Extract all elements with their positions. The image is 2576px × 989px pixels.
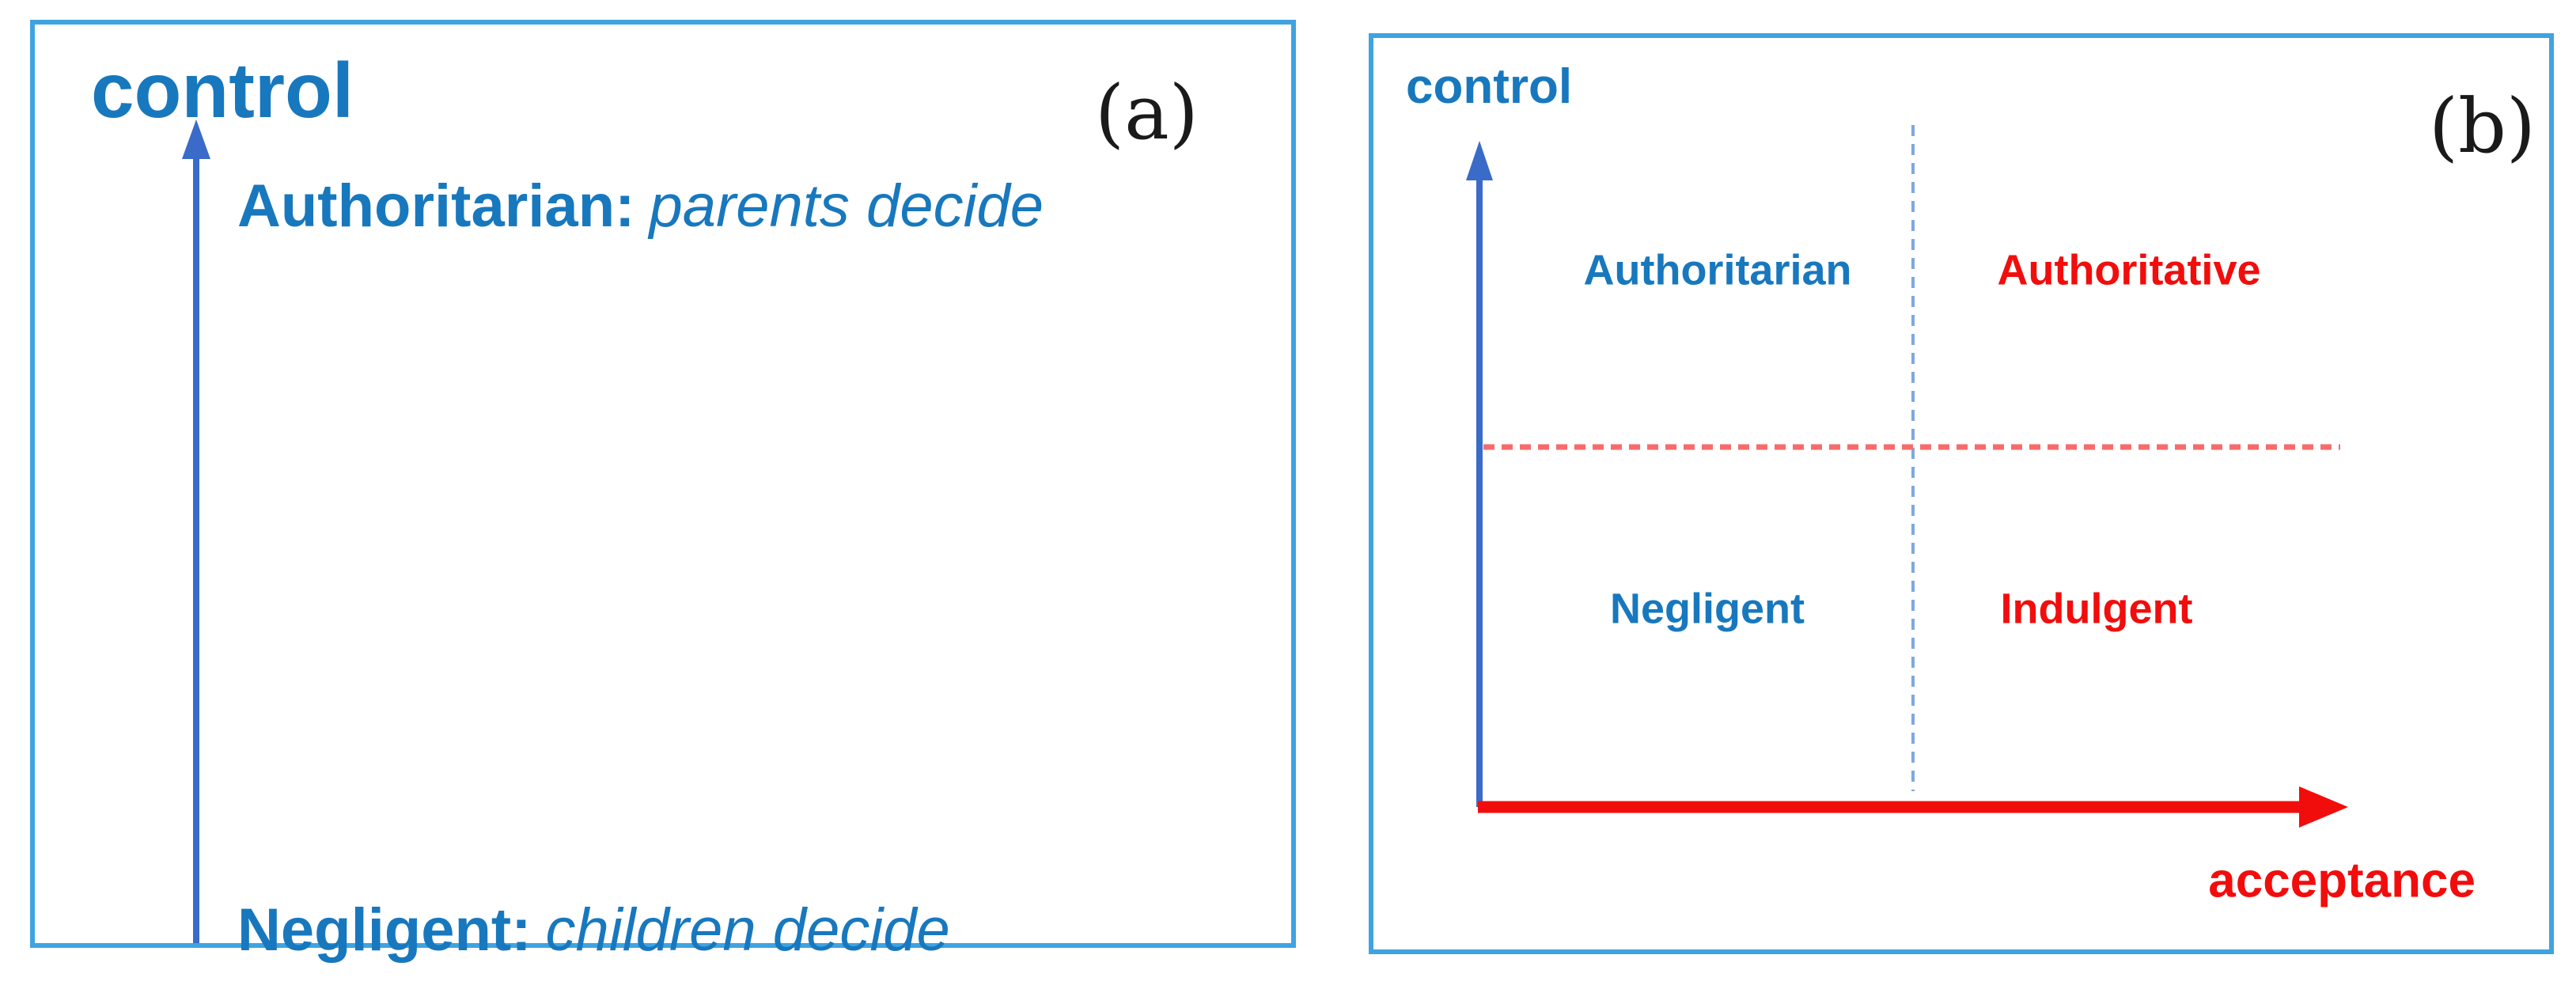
panel-b-acceptance-axis-title: acceptance [2208, 853, 2476, 908]
quadrant-label-authoritarian: Authoritarian [1583, 246, 1852, 294]
panel-a-tag: (a) [1095, 70, 1199, 157]
panel-b: control (b) Authoritarian Authoritative … [1369, 33, 2554, 954]
panel-a-bottom-term: Negligent: [237, 896, 532, 964]
panel-a-bottom-desc: children decide [545, 896, 950, 964]
panel-a: control (a) Authoritarian:parents decide… [30, 20, 1296, 964]
quadrant-label-authoritative: Authoritative [1997, 246, 2261, 294]
panel-b-axes-and-dividers [1466, 125, 2348, 828]
panel-b-tag: (b) [2429, 83, 2536, 170]
panel-a-control-axis-title: control [91, 47, 354, 134]
panel-a-top-desc: parents decide [649, 172, 1044, 240]
panel-a-bottom-annotation: Negligent:children decide [237, 894, 950, 966]
quadrant-label-indulgent: Indulgent [2000, 585, 2193, 633]
panel-a-top-term: Authoritarian: [237, 172, 635, 240]
y-axis-arrowhead [1466, 141, 1493, 180]
x-axis-arrowhead [2299, 786, 2348, 828]
panel-a-vertical-axis-arrow [182, 119, 210, 943]
quadrant-label-negligent: Negligent [1609, 585, 1805, 633]
panel-b-control-axis-title: control [1406, 59, 1573, 114]
panel-a-top-annotation: Authoritarian:parents decide [237, 170, 1044, 242]
